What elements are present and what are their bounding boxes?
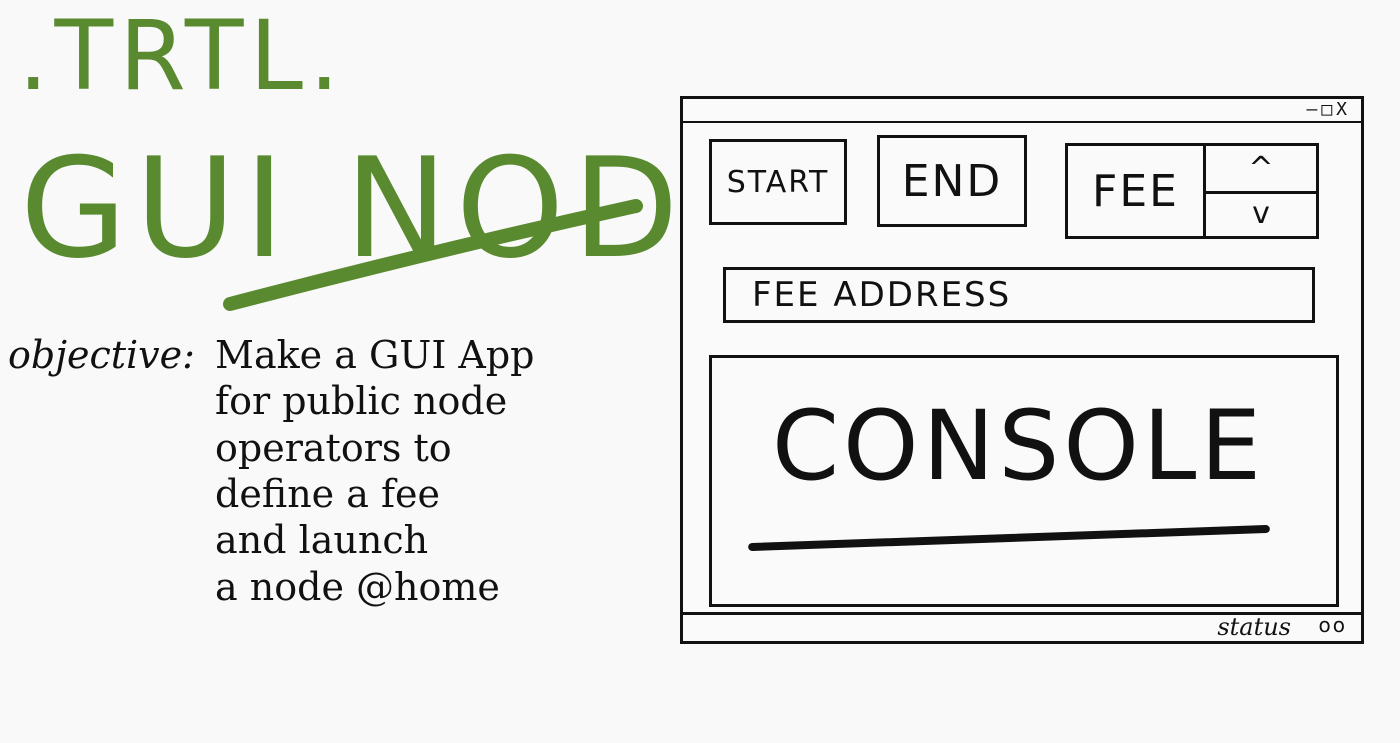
- status-indicator-icon: oo: [1318, 613, 1347, 637]
- fee-control: FEE ^ v: [1065, 143, 1319, 239]
- end-button[interactable]: END: [877, 135, 1027, 227]
- objective-line: and launch: [215, 518, 429, 563]
- title-gui-node: GUI NODE: [20, 128, 782, 289]
- console-panel: CONSOLE: [709, 355, 1339, 607]
- fee-label: FEE: [1068, 146, 1206, 236]
- console-underline: [748, 524, 1270, 552]
- start-button[interactable]: START: [709, 139, 847, 225]
- objective-note: objective: Make a GUI App for public nod…: [8, 332, 535, 610]
- objective-line: define a fee: [215, 472, 441, 517]
- objective-lines: Make a GUI App for public node operators…: [215, 332, 534, 610]
- app-window-sketch: –□X START END FEE ^ v FEE ADDRESS CONSOL…: [680, 96, 1364, 644]
- title-trtl: .TRTL.: [18, 0, 346, 112]
- window-controls[interactable]: –□X: [1306, 99, 1351, 120]
- spinner-down-icon[interactable]: v: [1252, 196, 1270, 231]
- objective-line: for public node: [215, 379, 508, 424]
- spinner-up-icon[interactable]: ^: [1206, 146, 1316, 194]
- objective-line: a node @home: [215, 564, 500, 609]
- status-label: status: [1217, 613, 1291, 641]
- objective-line: operators to: [215, 425, 452, 470]
- fee-address-input[interactable]: FEE ADDRESS: [723, 267, 1315, 323]
- objective-line: Make a GUI App: [215, 333, 535, 377]
- objective-label: objective:: [8, 333, 195, 377]
- status-bar: status oo: [683, 612, 1361, 641]
- console-label: CONSOLE: [772, 390, 1266, 502]
- titlebar: –□X: [683, 99, 1361, 123]
- fee-spinner: ^ v: [1206, 146, 1316, 236]
